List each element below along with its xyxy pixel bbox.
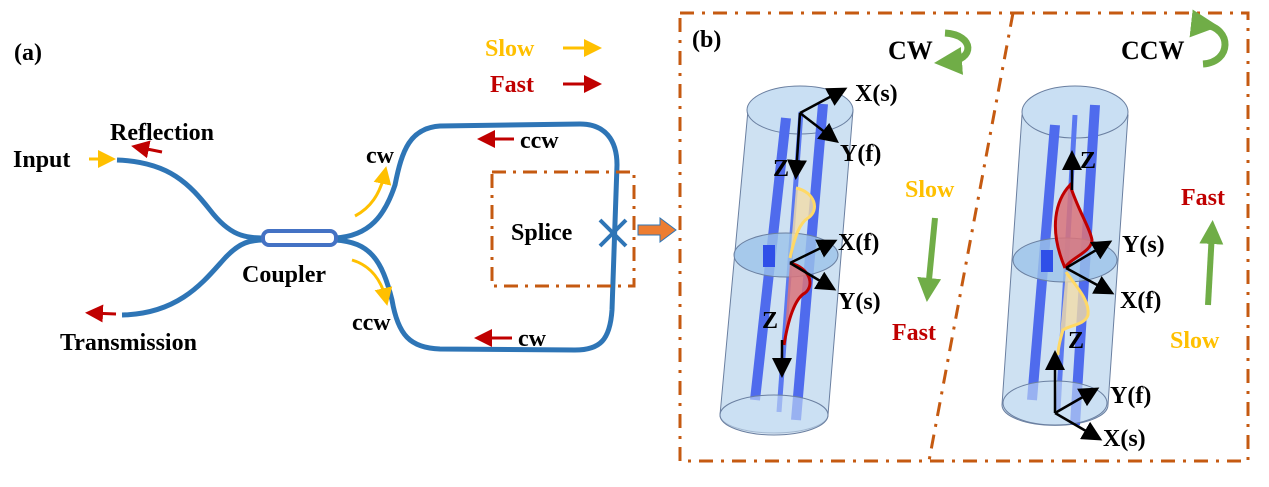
cw-output-label: cw — [366, 143, 395, 169]
input-fiber — [116, 157, 266, 241]
panel-b-frame — [678, 11, 1250, 463]
ccw-fast-label: Fast — [1181, 185, 1225, 211]
ccw-z-bottom-label: Z — [1068, 328, 1084, 354]
cw-slow-label: Slow — [905, 177, 955, 203]
cw-propagation-arrow — [917, 217, 942, 302]
transmission-arrow — [85, 304, 117, 323]
loop-top-label: ccw — [520, 128, 559, 154]
ccw-z-top-label: Z — [1080, 148, 1096, 174]
ccw-title: CCW — [1121, 36, 1185, 65]
panel-a-label: (a) — [14, 40, 42, 66]
panel-b: (b) CW — [678, 9, 1250, 463]
ccw-bottom-axes — [1045, 350, 1103, 441]
cw-title: CW — [888, 36, 933, 65]
cw-output-arrow — [354, 166, 392, 218]
ccw-y-bottom-label: Y(f) — [1110, 383, 1151, 409]
ccw-slow-label: Slow — [1170, 328, 1220, 354]
splice-highlight-box — [490, 170, 636, 288]
cw-slow-pulse — [788, 186, 816, 259]
transmission-label: Transmission — [60, 330, 197, 356]
ccw-section: CCW Z Y(s) X(f) — [1001, 9, 1229, 452]
ccw-output-arrow — [351, 258, 393, 306]
cw-x-top-label: X(s) — [855, 81, 898, 107]
cw-x-mid-label: X(f) — [838, 230, 879, 256]
cw-section: CW X(s) Y(f) — [719, 29, 972, 436]
ccw-output-label: ccw — [352, 310, 391, 336]
ccw-rotation-icon — [1189, 9, 1229, 68]
ccw-x-mid-label: X(f) — [1120, 288, 1161, 314]
reflection-arrow — [131, 140, 163, 159]
cw-z-top-label: Z — [773, 156, 789, 182]
loop-bottom-label: cw — [518, 326, 547, 352]
legend-slow-label: Slow — [485, 36, 535, 62]
ccw-propagation-arrow — [1199, 220, 1224, 306]
splice-label: Splice — [511, 220, 573, 246]
panel-a: (a) Slow Fast Coupler Input Reflection T… — [13, 36, 677, 356]
cw-y-top-label: Y(f) — [840, 141, 881, 167]
zoom-arrow-icon — [637, 217, 677, 243]
cw-z-bottom-label: Z — [762, 308, 778, 334]
reflection-label: Reflection — [110, 120, 214, 146]
coupler — [261, 229, 338, 247]
ccw-y-mid-label: Y(s) — [1122, 232, 1165, 258]
coupler-label: Coupler — [242, 262, 326, 288]
cw-top-axes — [786, 87, 848, 180]
transmission-fiber — [121, 237, 266, 318]
cw-y-mid-label: Y(s) — [838, 289, 881, 315]
panel-b-divider — [927, 12, 1015, 462]
cw-rotation-icon — [934, 29, 972, 75]
splice-x-icon — [598, 218, 628, 248]
cw-fiber-cylinder — [719, 85, 854, 436]
legend-fast-label: Fast — [490, 72, 534, 98]
ccw-x-bottom-label: X(s) — [1103, 426, 1146, 452]
ccw-fast-pulse — [1053, 182, 1094, 269]
cw-mid-axes — [772, 239, 838, 378]
panel-b-label: (b) — [692, 27, 721, 53]
ccw-fiber-cylinder — [1001, 85, 1129, 426]
ccw-mid-axes — [1062, 150, 1115, 295]
cw-fast-label: Fast — [892, 320, 936, 346]
ccw-slow-pulse — [1056, 271, 1090, 356]
input-label: Input — [13, 147, 70, 173]
